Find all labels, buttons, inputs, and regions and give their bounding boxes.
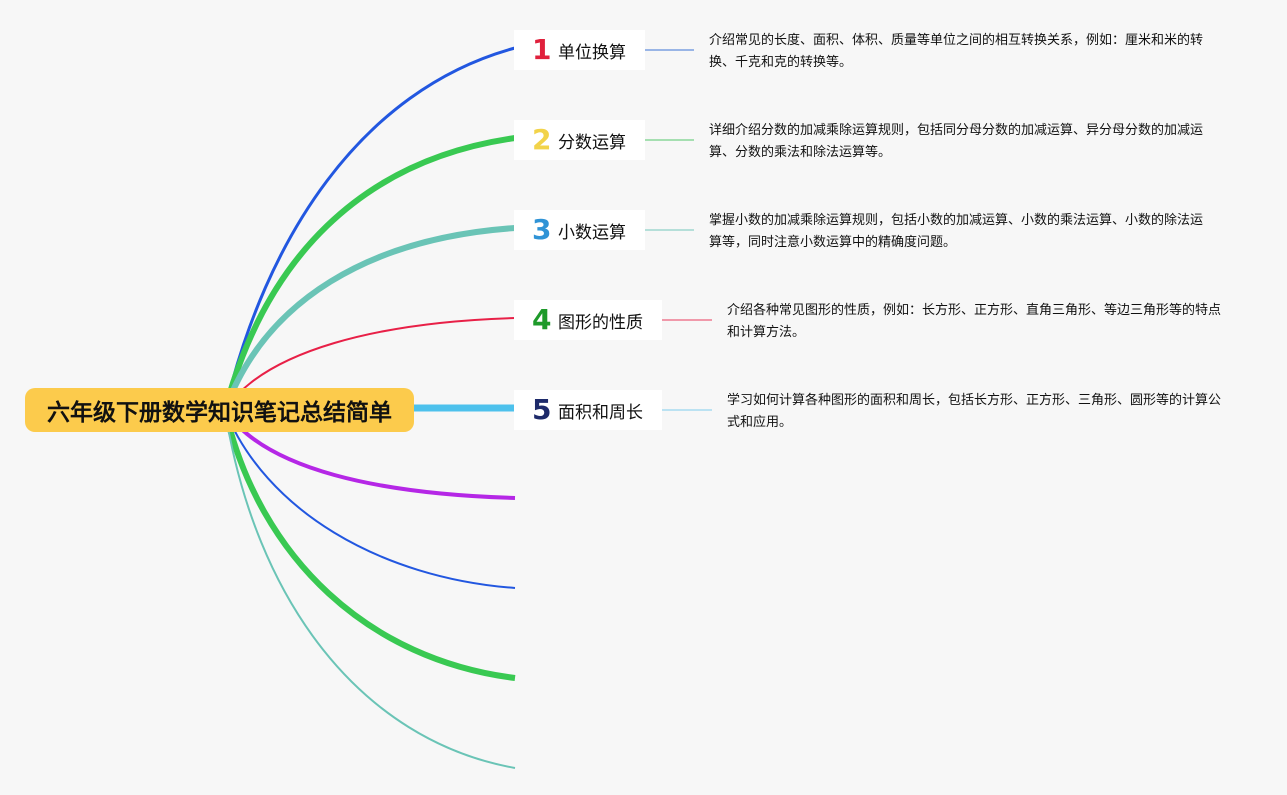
branch-node-4[interactable]: 4 图形的性质: [514, 300, 662, 340]
branch-node-3[interactable]: 3 小数运算: [514, 210, 645, 250]
branch-number-5: 5: [532, 393, 552, 426]
branch-description-4: 介绍各种常见图形的性质，例如：长方形、正方形、直角三角形、等边三角形等的特点和计…: [727, 303, 1222, 340]
branch-number-1: 1: [532, 33, 552, 66]
branch-label-2: 分数运算: [558, 132, 626, 153]
branch-description-5: 学习如何计算各种图形的面积和周长，包括长方形、正方形、三角形、圆形等的计算公式和…: [727, 393, 1222, 430]
connector-empty-2: [224, 409, 516, 589]
connector-empty-3: [222, 409, 516, 681]
connector-branch-3: [222, 225, 516, 412]
root-topic-title: 六年级下册数学知识笔记总结简单: [47, 400, 392, 426]
root-topic[interactable]: 六年级下册数学知识笔记总结简单: [25, 388, 414, 432]
connector-branch-1: [223, 46, 516, 411]
branch-label-1: 单位换算: [558, 42, 626, 63]
branch-description-1: 介绍常见的长度、面积、体积、质量等单位之间的相互转换关系，例如：厘米和米的转换、…: [709, 33, 1204, 70]
branch-number-4: 4: [532, 303, 552, 336]
branch-description-3: 掌握小数的加减乘除运算规则，包括小数的加减运算、小数的乘法运算、小数的除法运算等…: [709, 213, 1204, 250]
branch-node-5[interactable]: 5 面积和周长: [514, 390, 662, 430]
connector-branch-2: [222, 135, 516, 411]
branch-label-4: 图形的性质: [558, 312, 643, 333]
branch-label-5: 面积和周长: [558, 402, 643, 423]
branch-number-3: 3: [532, 213, 552, 246]
connector-empty-4: [224, 409, 516, 769]
branch-number-2: 2: [532, 123, 552, 156]
branch-node-2[interactable]: 2 分数运算: [514, 120, 645, 160]
branch-node-1[interactable]: 1 单位换算: [514, 30, 645, 70]
branch-label-3: 小数运算: [558, 222, 626, 243]
branch-description-2: 详细介绍分数的加减乘除运算规则，包括同分母分数的加减运算、异分母分数的加减运算、…: [709, 123, 1204, 160]
